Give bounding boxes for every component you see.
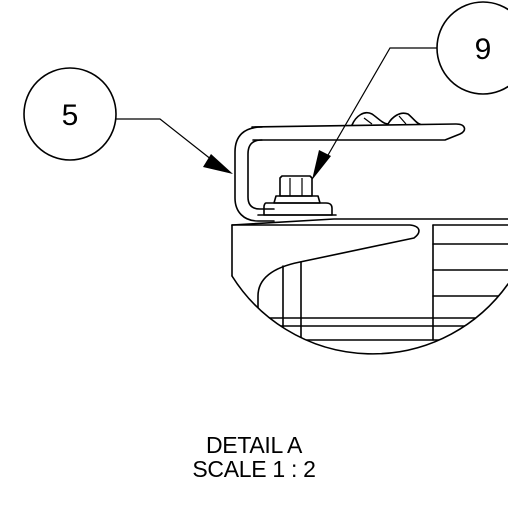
hex-bolt [273, 175, 321, 204]
balloon-9: 9 [436, 1, 508, 95]
balloon-9-label: 9 [475, 33, 492, 66]
detail-boundary [231, 275, 508, 355]
clip-outer [234, 126, 275, 222]
detail-scale: SCALE 1 : 2 [192, 456, 316, 482]
balloon-5: 5 [23, 67, 117, 161]
balloon-5-arrowhead [203, 154, 233, 174]
detail-title: DETAIL A [205, 432, 303, 458]
clip-inner [247, 139, 275, 210]
serration [351, 111, 421, 126]
balloon-9-arrowhead [312, 150, 331, 180]
body-top-edge [231, 218, 508, 226]
body-outline [231, 224, 508, 341]
top-plate [251, 123, 466, 141]
balloon-5-leader [116, 118, 233, 174]
detail-view [231, 111, 508, 341]
balloon-5-label: 5 [62, 99, 79, 132]
balloon-9-leader [312, 47, 437, 180]
